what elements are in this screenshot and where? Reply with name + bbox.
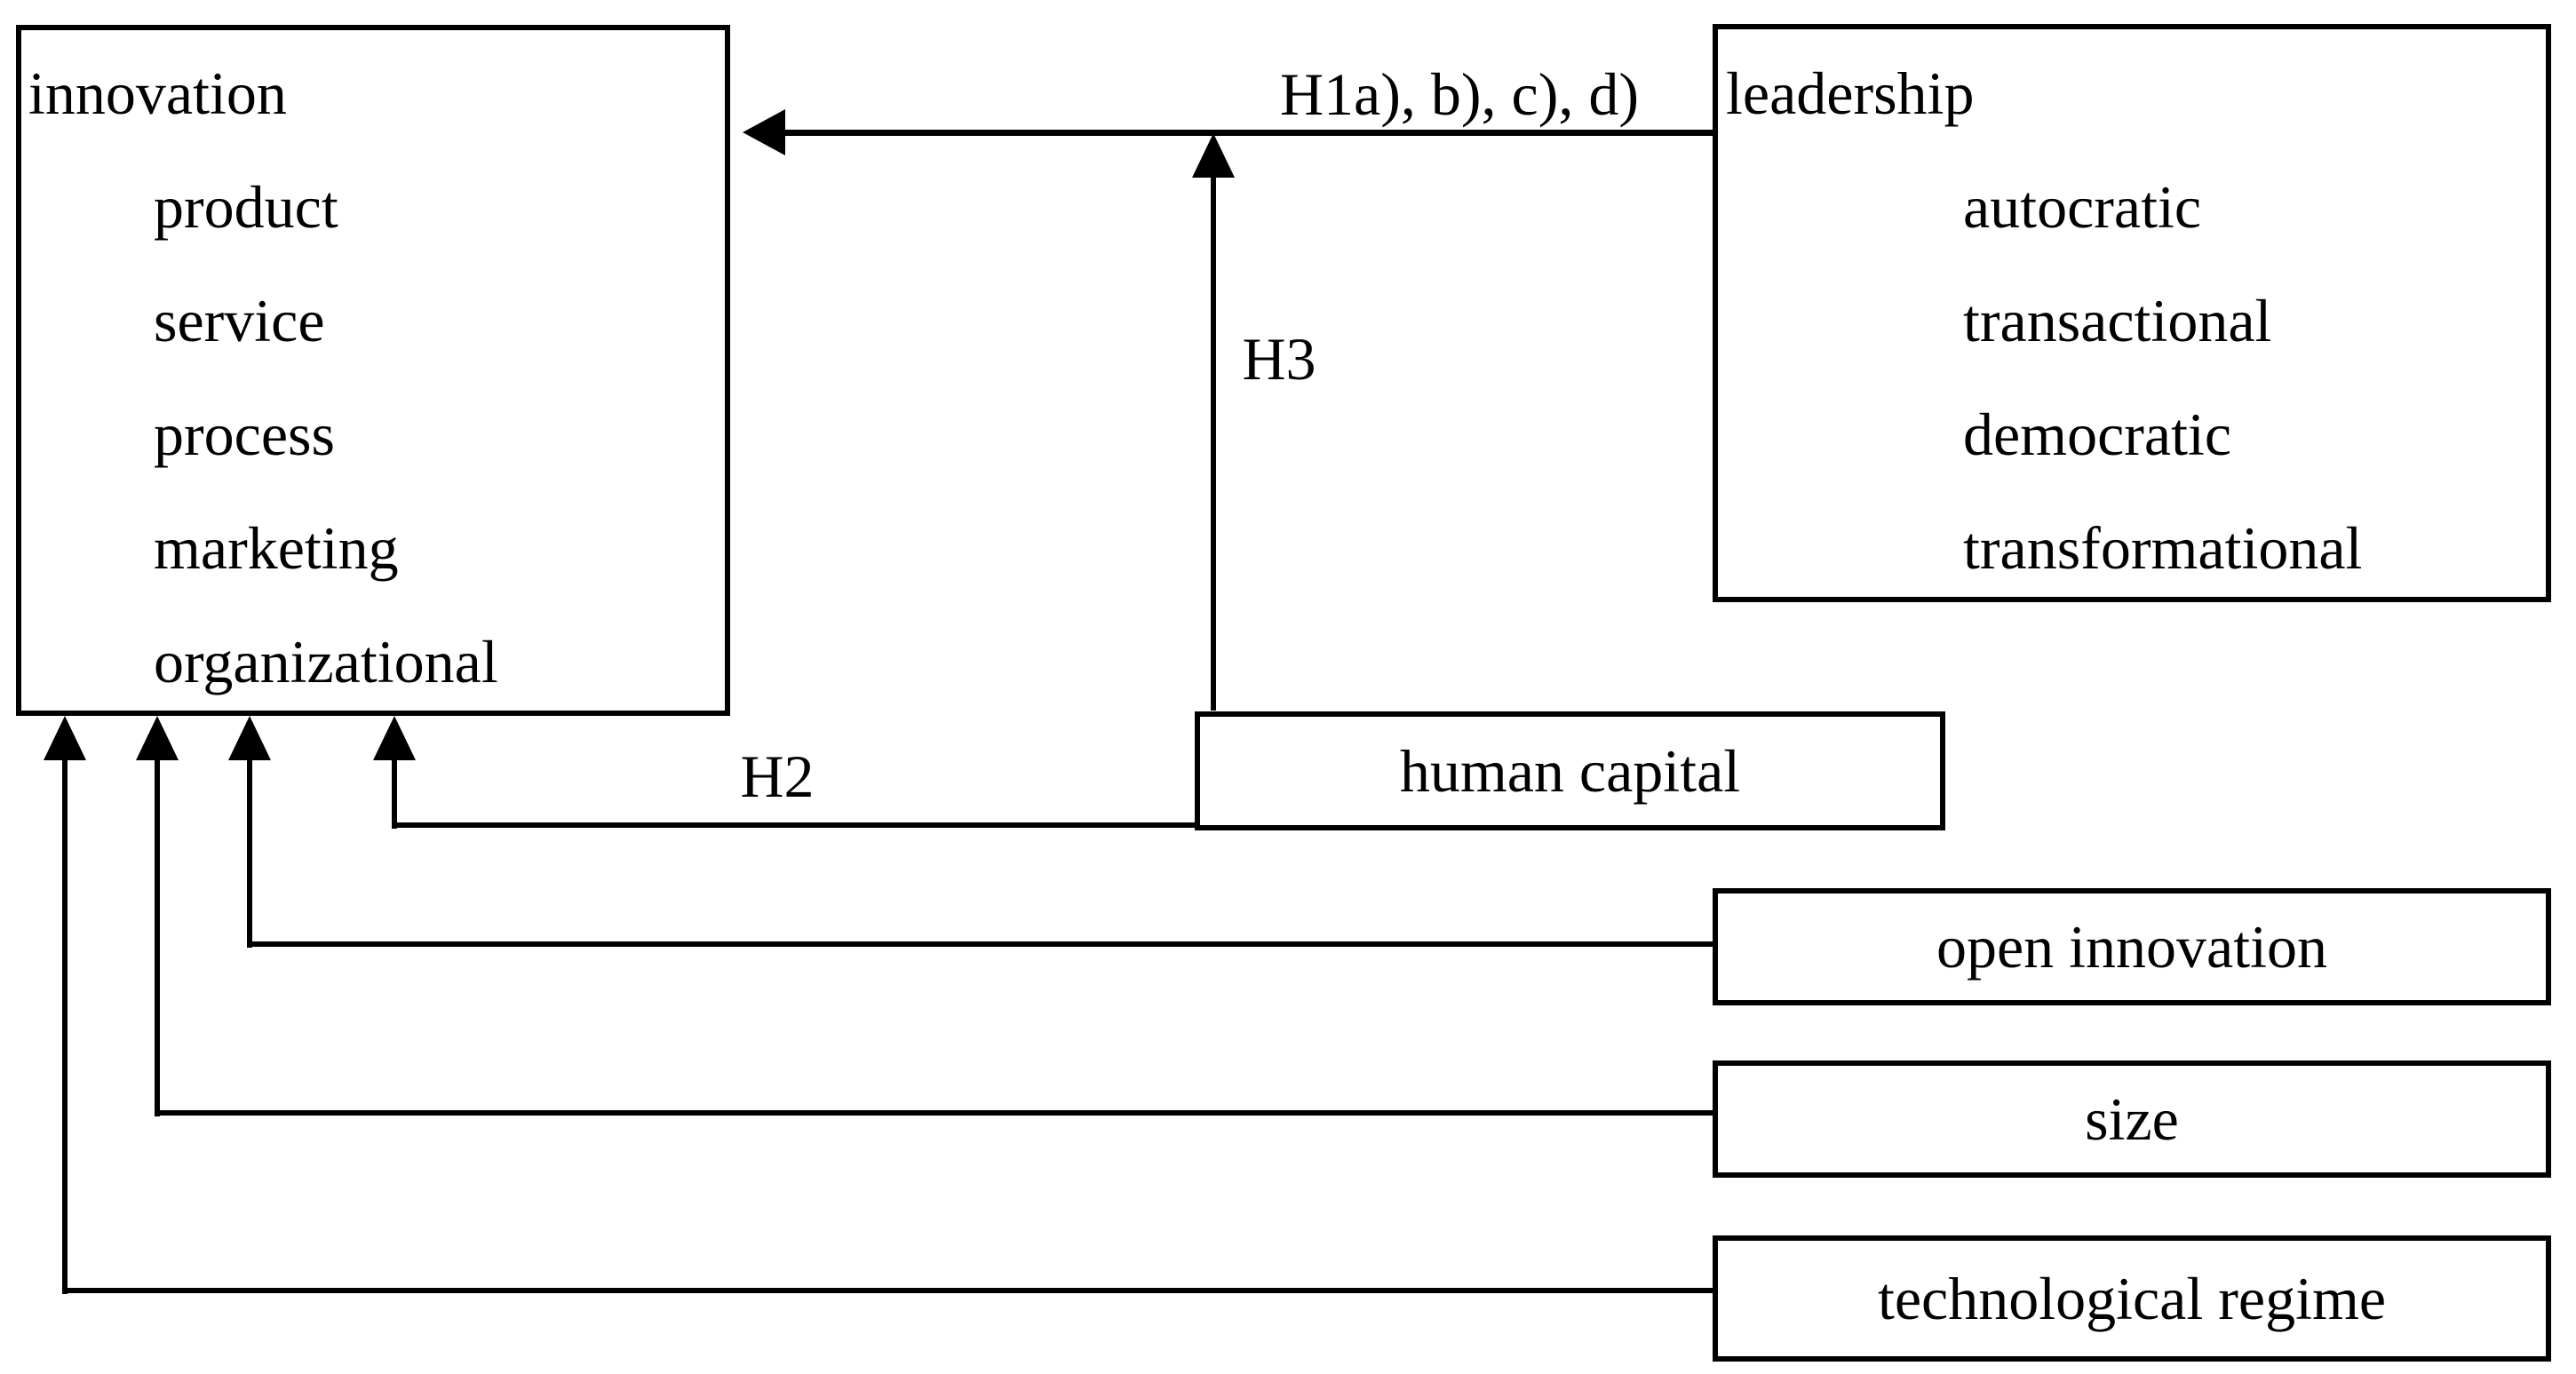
innovation-item-product: product [154, 173, 338, 241]
h2-arrow-line-vertical [392, 760, 397, 829]
innovation-item-organizational: organizational [154, 628, 498, 695]
human-capital-label: human capital [1399, 736, 1741, 805]
innovation-item-process: process [154, 401, 335, 468]
size-arrowhead [136, 716, 179, 760]
innovation-item-marketing: marketing [154, 514, 399, 582]
open-innovation-label: open innovation [1936, 912, 2328, 981]
innovation-box: innovation product service process marke… [16, 25, 730, 716]
innovation-item-service: service [154, 287, 325, 354]
technological-regime-arrow-line-horizontal [65, 1288, 1715, 1293]
leadership-item-transformational: transformational [1963, 514, 2363, 582]
h1-arrowhead [743, 109, 785, 155]
technological-regime-label: technological regime [1877, 1264, 2387, 1332]
leadership-box: leadership autocratic transactional demo… [1713, 24, 2551, 602]
technological-regime-arrow-line-vertical [62, 760, 68, 1294]
human-capital-box: human capital [1195, 711, 1945, 830]
h2-hypothesis-label: H2 [740, 743, 815, 810]
leadership-item-autocratic: autocratic [1963, 173, 2202, 241]
leadership-item-transactional: transactional [1963, 287, 2272, 354]
h1-hypothesis-label: H1a), b), c), d) [1279, 60, 1639, 128]
open-innovation-arrow-line-horizontal [250, 941, 1715, 947]
h2-arrowhead [373, 716, 416, 760]
h2-arrow-line-horizontal [394, 822, 1197, 828]
innovation-title: innovation [28, 60, 287, 127]
open-innovation-box: open innovation [1713, 888, 2551, 1005]
h3-arrowhead [1192, 133, 1235, 178]
h1-arrow-line [785, 130, 1713, 136]
h3-arrow-line [1211, 174, 1216, 711]
open-innovation-arrowhead [228, 716, 271, 760]
size-arrow-line-horizontal [157, 1110, 1715, 1116]
technological-regime-box: technological regime [1713, 1235, 2551, 1362]
h3-hypothesis-label: H3 [1242, 325, 1316, 393]
size-label: size [2085, 1084, 2179, 1153]
size-arrow-line-vertical [155, 760, 160, 1116]
technological-regime-arrowhead [44, 716, 86, 760]
leadership-title: leadership [1726, 60, 1975, 127]
leadership-item-democratic: democratic [1963, 401, 2232, 468]
open-innovation-arrow-line-vertical [247, 760, 252, 948]
size-box: size [1713, 1060, 2551, 1178]
